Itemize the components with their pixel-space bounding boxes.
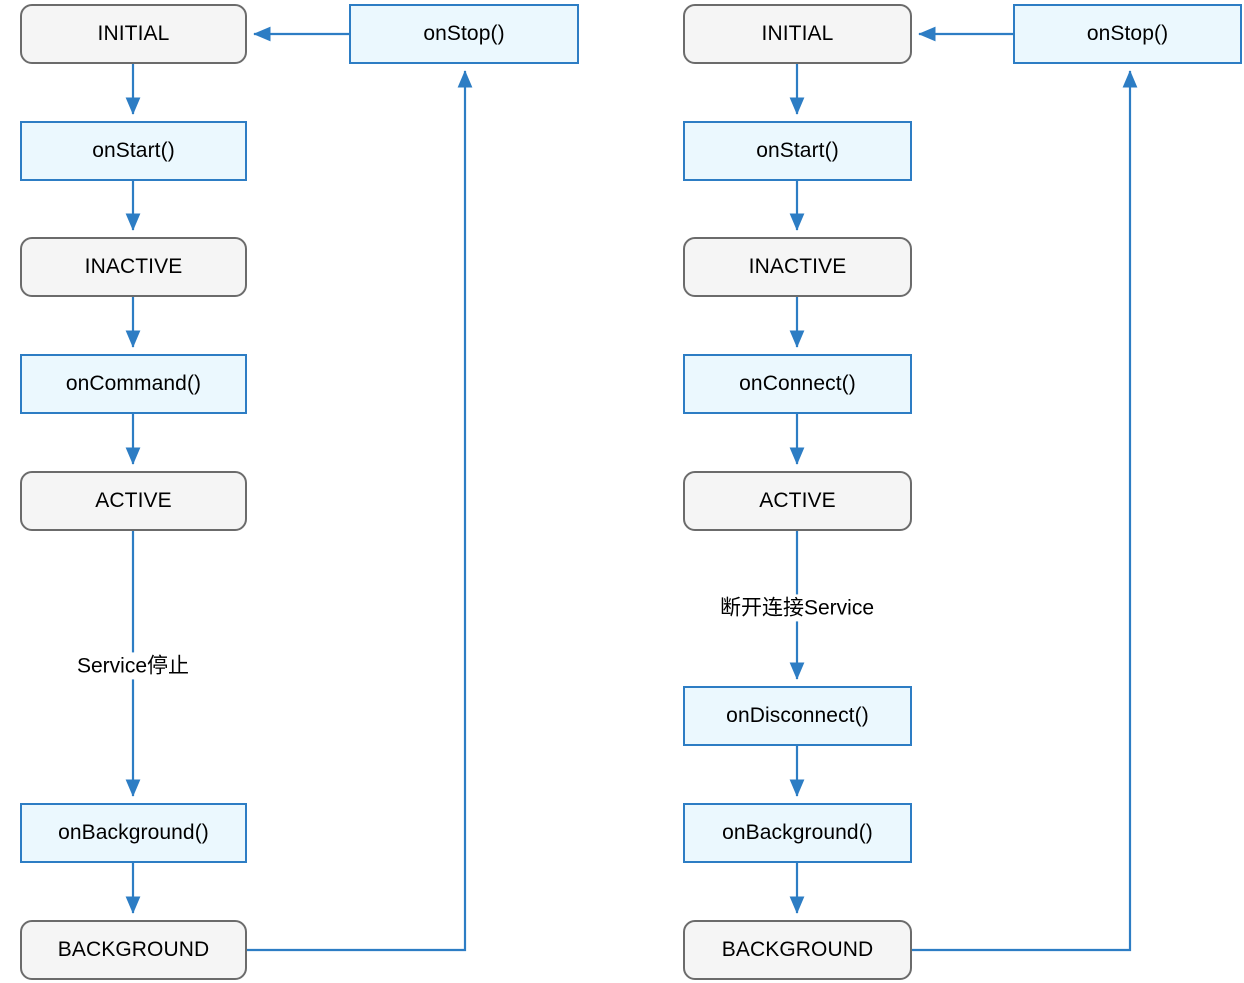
node-label: onStop(): [1086, 22, 1169, 46]
edge-label-service-stop: Service停止: [71, 652, 195, 680]
node-label: INACTIVE: [84, 255, 183, 279]
node-label: onCommand(): [65, 372, 202, 396]
edge-background-to-onstop: [247, 70, 473, 952]
node-label: INACTIVE: [748, 255, 847, 279]
node-label: ACTIVE: [95, 489, 172, 513]
node-oncommand-left[interactable]: onCommand(): [20, 354, 247, 414]
edge-label-text: 断开连接Service: [719, 596, 875, 620]
node-label: BACKGROUND: [721, 938, 874, 962]
node-ondisconnect-right[interactable]: onDisconnect(): [683, 686, 912, 746]
node-onstop-right[interactable]: onStop(): [1013, 4, 1242, 64]
node-initial-left[interactable]: INITIAL: [20, 4, 247, 64]
node-active-right[interactable]: ACTIVE: [683, 471, 912, 531]
node-label: ACTIVE: [759, 489, 836, 513]
node-label: onStart(): [92, 139, 175, 163]
node-background-right[interactable]: BACKGROUND: [683, 920, 912, 980]
node-label: onStop(): [423, 22, 505, 46]
node-onstart-right[interactable]: onStart(): [683, 121, 912, 181]
node-label: BACKGROUND: [57, 938, 210, 962]
edge-label-disconnect-service: 断开连接Service: [714, 594, 880, 622]
node-onstart-left[interactable]: onStart(): [20, 121, 247, 181]
node-inactive-left[interactable]: INACTIVE: [20, 237, 247, 297]
node-onconnect-right[interactable]: onConnect(): [683, 354, 912, 414]
node-onstop-left[interactable]: onStop(): [349, 4, 579, 64]
node-inactive-right[interactable]: INACTIVE: [683, 237, 912, 297]
node-label: onDisconnect(): [726, 704, 869, 728]
node-onbackground-right[interactable]: onBackground(): [683, 803, 912, 863]
node-active-left[interactable]: ACTIVE: [20, 471, 247, 531]
edge-label-text: Service停止: [76, 654, 190, 678]
node-label: onBackground(): [58, 821, 209, 845]
node-onbackground-left[interactable]: onBackground(): [20, 803, 247, 863]
node-label: INITIAL: [761, 22, 834, 46]
node-label: onConnect(): [739, 372, 856, 396]
node-label: INITIAL: [97, 22, 170, 46]
node-initial-right[interactable]: INITIAL: [683, 4, 912, 64]
node-label: onBackground(): [722, 821, 873, 845]
node-label: onStart(): [756, 139, 839, 163]
node-background-left[interactable]: BACKGROUND: [20, 920, 247, 980]
edge-r-background-to-onstop: [912, 70, 1138, 952]
